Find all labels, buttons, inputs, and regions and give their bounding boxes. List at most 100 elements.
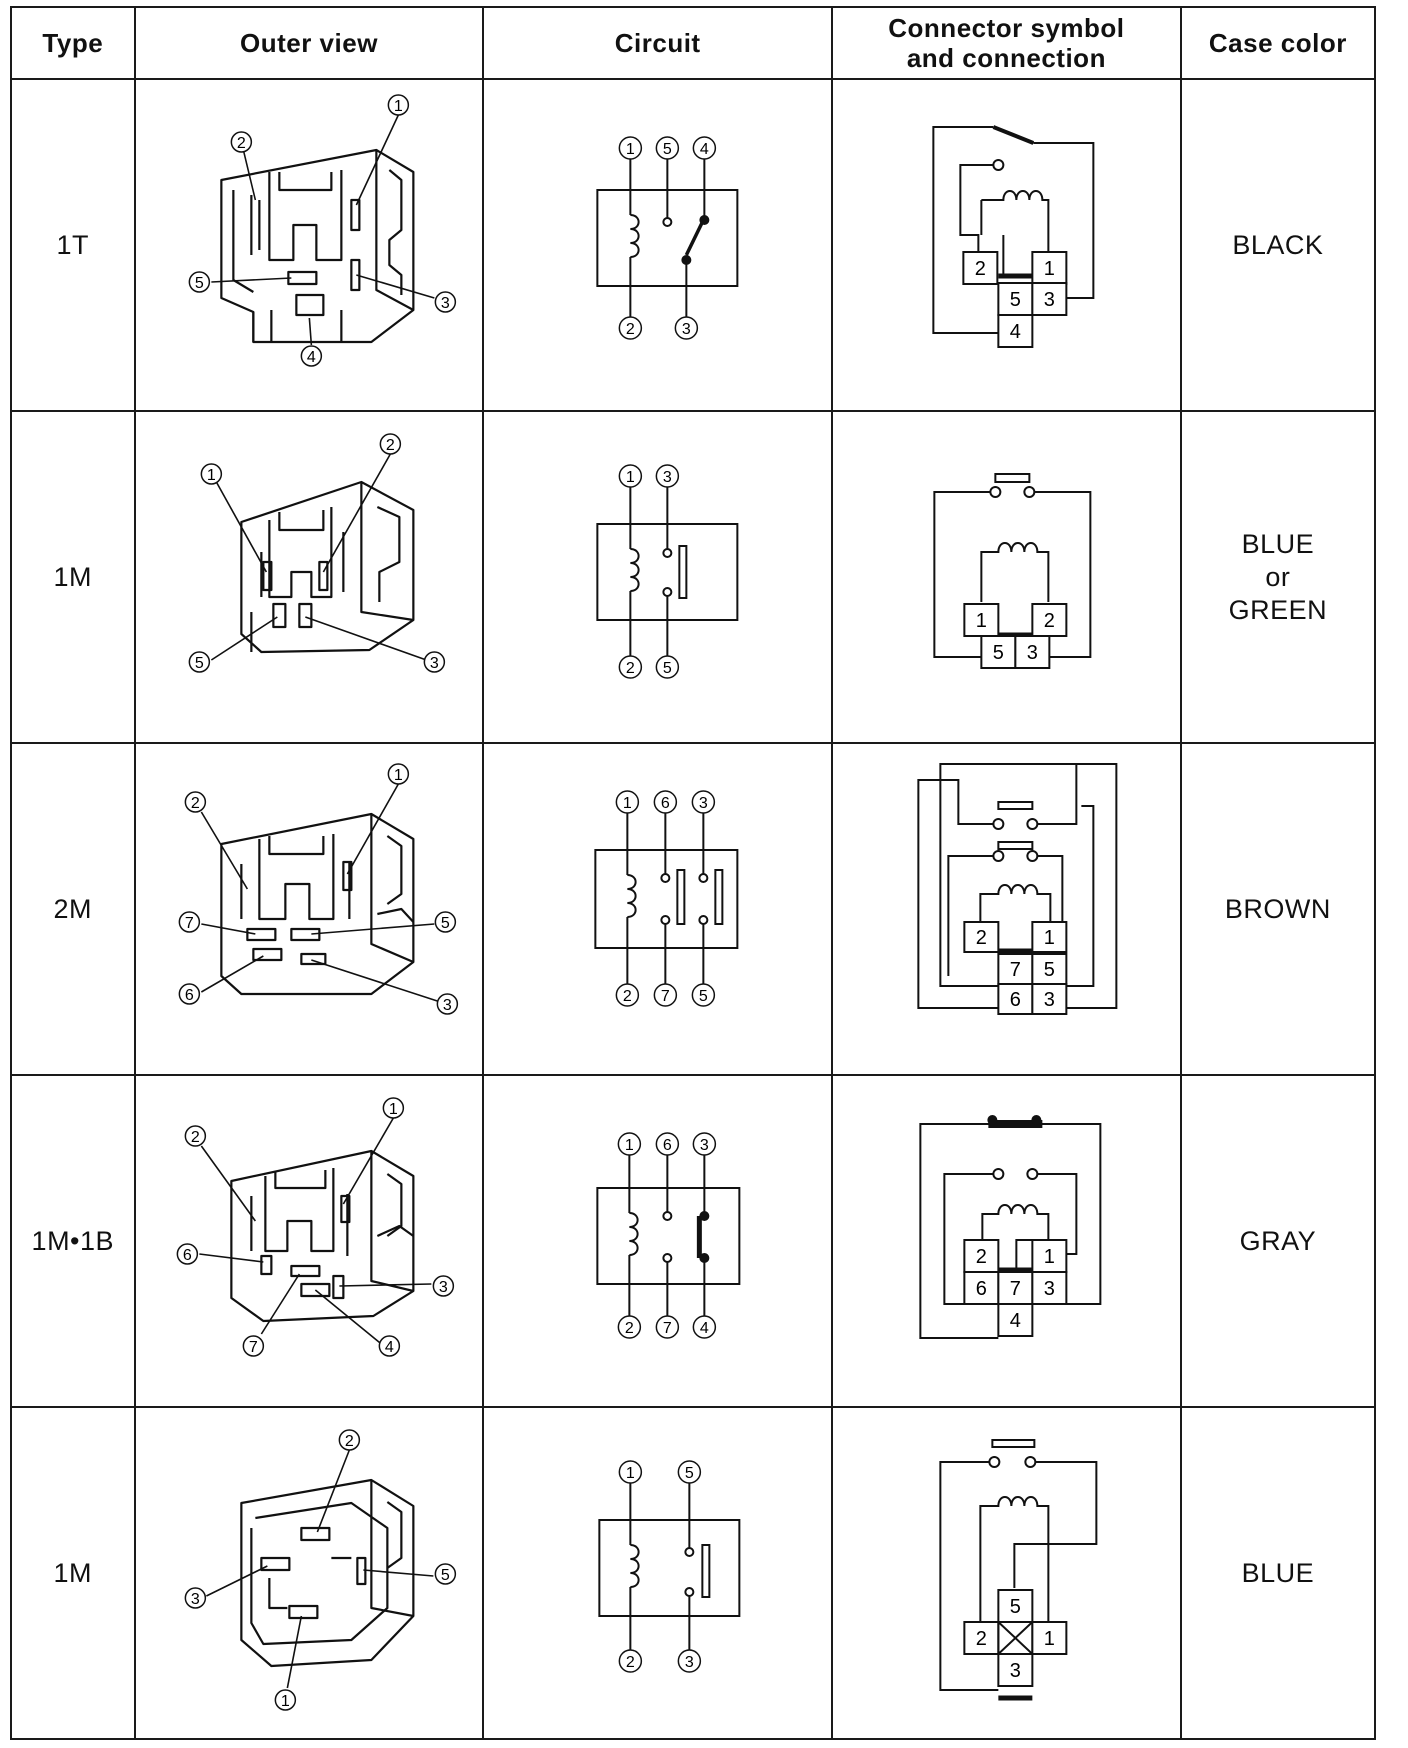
outer-label: 3: [191, 1591, 200, 1608]
outer-view-labels: 1 2 5 3 4: [188, 94, 456, 367]
connector-cell: 1 2 5 3: [831, 410, 1182, 744]
relay-outer-view-image: 1 2 7 5 6 3: [178, 763, 458, 1015]
outer-label: 1: [389, 1101, 398, 1118]
outer-label: 4: [385, 1339, 394, 1356]
circuit-terminal: 1: [623, 795, 632, 812]
connector-terminal: 5: [1044, 959, 1055, 981]
header-row: Type Outer view Circuit Connector symbol…: [10, 6, 1377, 80]
circuit-cell: 1 6 3 2 7 5: [482, 742, 834, 1076]
circuit-terminal: 4: [700, 141, 709, 158]
case-color-text: BLUE: [1241, 1557, 1315, 1588]
outer-label: 7: [185, 915, 194, 932]
header-connector: Connector symbol and connection: [831, 6, 1182, 80]
circuit-terminal: 3: [663, 469, 672, 486]
connector-terminal: 2: [976, 927, 987, 949]
connector-diagram: 2 1 5 3 4: [932, 125, 1095, 348]
connector-terminal: 6: [976, 1278, 987, 1300]
circuit-terminal: 2: [625, 1320, 634, 1337]
circuit-cell: 1 5 2 3: [482, 1406, 834, 1740]
case-color-text: GREEN: [1228, 594, 1328, 625]
connector-terminal: 3: [1027, 642, 1038, 664]
connector-terminal: 2: [1044, 610, 1055, 632]
outer-label: 6: [185, 987, 194, 1004]
connector-terminal: 1: [1044, 1246, 1055, 1268]
connector-terminal: 2: [975, 258, 986, 280]
type-cell: 1M: [10, 410, 136, 744]
circuit-terminal: 3: [700, 1137, 709, 1154]
connector-cell: 2 1 7 5 6 3: [831, 742, 1182, 1076]
outer-view-cell: 1 2 6 3 7 4: [133, 1074, 485, 1408]
table-row: 2M: [10, 742, 1377, 1076]
case-color-cell: BROWN: [1179, 742, 1377, 1076]
type-cell: 1T: [10, 78, 136, 412]
outer-label: 3: [443, 997, 452, 1014]
connector-diagram: 2 1 6 7 3 4: [919, 1115, 1102, 1339]
outer-label: 7: [249, 1339, 258, 1356]
outer-view-cell: 2 5 3 1: [133, 1406, 485, 1740]
connector-terminal: 7: [1010, 959, 1021, 981]
outer-label: 4: [307, 349, 316, 366]
connector-terminal: 5: [1010, 289, 1021, 311]
connector-diagram: 1 2 5 3: [933, 473, 1092, 669]
outer-label: 3: [439, 1279, 448, 1296]
case-color-cell: BLACK: [1179, 78, 1377, 412]
connector-terminal: 5: [1010, 1596, 1021, 1618]
circuit-terminal: 5: [663, 660, 672, 677]
outer-label: 2: [386, 437, 395, 454]
outer-view-cell: 1 2 5 3 4: [133, 78, 485, 412]
header-outer-view: Outer view: [133, 6, 485, 80]
outer-label: 2: [345, 1433, 354, 1450]
table-row: 1M: [10, 1406, 1377, 1740]
table-row: 1T: [10, 78, 1377, 412]
circuit-terminal: 6: [661, 795, 670, 812]
circuit-terminal: 6: [663, 1137, 672, 1154]
header-circuit: Circuit: [482, 6, 834, 80]
connector-diagram: 2 1 7 5 6 3: [917, 763, 1118, 1015]
outer-label: 3: [441, 295, 450, 312]
connector-terminal: 3: [1044, 989, 1055, 1011]
connector-terminal: 3: [1010, 1660, 1021, 1682]
circuit-terminal: 7: [663, 1320, 672, 1337]
circuit-terminal: 3: [682, 321, 691, 338]
circuit-terminal: 1: [626, 469, 635, 486]
type-cell: 2M: [10, 742, 136, 1076]
connector-terminal: 3: [1044, 289, 1055, 311]
case-color-text: GRAY: [1239, 1225, 1317, 1256]
circuit-cell: 1 5 4 2 3: [482, 78, 834, 412]
outer-label: 6: [183, 1247, 192, 1264]
case-color-cell: GRAY: [1179, 1074, 1377, 1408]
circuit-terminal: 2: [626, 321, 635, 338]
relay-outer-view-image: 1 2 5 3: [188, 433, 445, 673]
connector-diagram: 5 2 1 3: [939, 1439, 1098, 1701]
circuit-terminal: 3: [699, 795, 708, 812]
circuit-terminal: 2: [623, 988, 632, 1005]
connector-terminal: 2: [976, 1628, 987, 1650]
connector-terminal: 1: [976, 610, 987, 632]
connector-terminal: 1: [1044, 927, 1055, 949]
circuit-terminal: 1: [626, 141, 635, 158]
outer-label: 2: [191, 795, 200, 812]
relay-outer-view-image: 1 2 6 3 7 4: [176, 1097, 454, 1357]
outer-label: 1: [207, 467, 216, 484]
connector-cell: 2 1 6 7 3 4: [831, 1074, 1182, 1408]
outer-label: 2: [237, 135, 246, 152]
circuit-diagram: 1 6 3 2 7 5: [594, 790, 739, 1007]
outer-label: 5: [195, 275, 204, 292]
circuit-terminal: 1: [625, 1137, 634, 1154]
circuit-cell: 1 3 2 5: [482, 410, 834, 744]
outer-view-cell: 1 2 5 3: [133, 410, 485, 744]
connector-terminal: 4: [1010, 1310, 1021, 1332]
connector-terminal: 5: [993, 642, 1004, 664]
outer-view-cell: 1 2 7 5 6 3: [133, 742, 485, 1076]
case-color-text: BLUE: [1241, 528, 1315, 559]
outer-label: 5: [441, 1567, 450, 1584]
connector-terminal: 3: [1044, 1278, 1055, 1300]
circuit-terminal: 7: [661, 988, 670, 1005]
header-case-color: Case color: [1179, 6, 1377, 80]
connector-terminal: 7: [1010, 1278, 1021, 1300]
circuit-terminal: 2: [626, 1654, 635, 1671]
circuit-terminal: 5: [663, 141, 672, 158]
table-row: 1M: [10, 410, 1377, 744]
header-type: Type: [10, 6, 136, 80]
connector-terminal: 6: [1010, 989, 1021, 1011]
